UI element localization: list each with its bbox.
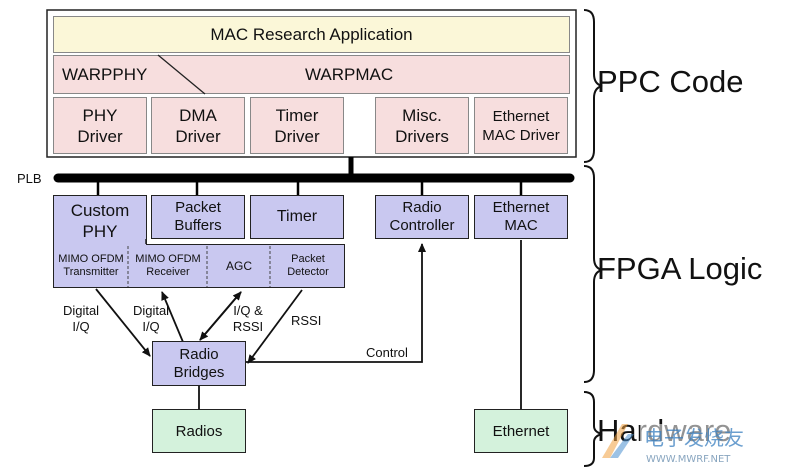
watermark: 电子发烧友 WWW.MWRF.NET	[596, 418, 781, 466]
iq-rssi-line1: I/Q &	[233, 303, 263, 318]
mac-research-app: MAC Research Application	[53, 16, 570, 53]
iq-rssi-line2: RSSI	[232, 319, 264, 334]
digital-iq-label-2: Digital I/Q	[128, 303, 174, 335]
packet-detector-line1: Packet	[291, 253, 325, 265]
section-ppc-code: PPC Code	[597, 64, 744, 99]
ethernet-mac: Ethernet MAC	[474, 195, 568, 239]
radio-bridges-line1: Radio	[179, 345, 219, 363]
brace-ppc	[583, 9, 603, 163]
radios-block: Radios	[152, 409, 246, 453]
svg-text:WWW.MWRF.NET: WWW.MWRF.NET	[646, 454, 731, 465]
warp-layer	[53, 55, 570, 94]
radio-controller-line1: Radio	[402, 199, 442, 216]
mimo-rx-line1: MIMO OFDM	[135, 253, 201, 265]
digital-iq-2-line2: I/Q	[142, 319, 160, 334]
digital-iq-2-line1: Digital	[132, 303, 170, 318]
mimo-tx-line1: MIMO OFDM	[58, 253, 124, 265]
custom-phy-block: Custom PHY	[53, 195, 147, 245]
ethernet-mac-line2: MAC	[504, 217, 538, 234]
ethernet-block: Ethernet	[474, 409, 568, 453]
timer-driver: Timer Driver	[250, 97, 344, 154]
arrow-digital-iq-rx	[161, 291, 184, 343]
radio-controller-line2: Controller	[389, 217, 455, 234]
eth-mac-driver-line1: Ethernet	[492, 107, 550, 125]
misc-drivers: Misc. Drivers	[375, 97, 469, 154]
svg-text:电子发烧友: 电子发烧友	[644, 426, 744, 450]
phy-driver-line2: Driver	[77, 126, 123, 146]
timer-block: Timer	[250, 195, 344, 239]
rssi-label: RSSI	[291, 313, 322, 328]
custom-phy-line2: PHY	[82, 222, 118, 241]
packet-detector: Packet Detector	[272, 253, 344, 279]
digital-iq-1-line1: Digital	[62, 303, 100, 318]
ethernet-mac-line1: Ethernet	[492, 199, 550, 216]
phy-driver: PHY Driver	[53, 97, 147, 154]
mimo-tx-line2: Transmitter	[63, 266, 119, 278]
timer-driver-line2: Driver	[274, 126, 320, 146]
dma-driver: DMA Driver	[151, 97, 245, 154]
phy-driver-line1: PHY	[82, 105, 118, 125]
dma-driver-line2: Driver	[175, 126, 221, 146]
radio-controller: Radio Controller	[375, 195, 469, 239]
custom-phy-line1: Custom	[70, 201, 130, 220]
arrow-control	[246, 243, 426, 363]
packet-buffers-line2: Buffers	[174, 217, 222, 234]
misc-drivers-line2: Drivers	[395, 126, 449, 146]
dma-driver-line1: DMA	[179, 105, 217, 125]
brace-fpga	[583, 165, 603, 383]
packet-buffers-line1: Packet	[175, 199, 221, 216]
control-label: Control	[366, 345, 408, 360]
arrow-digital-iq-tx	[95, 288, 151, 357]
eth-mac-driver-line2: MAC Driver	[482, 126, 560, 144]
digital-iq-label-1: Digital I/Q	[58, 303, 104, 335]
watermark-logo-icon: 电子发烧友 WWW.MWRF.NET	[602, 424, 776, 465]
iq-rssi-label: I/Q & RSSI	[226, 303, 270, 335]
section-fpga-logic: FPGA Logic	[597, 251, 763, 286]
mimo-rx-line2: Receiver	[146, 266, 190, 278]
arrow-rssi	[247, 289, 303, 364]
packet-detector-line2: Detector	[287, 266, 329, 278]
timer-block-label: Timer	[276, 208, 318, 225]
brace-hardware	[583, 391, 603, 467]
ethernet-label: Ethernet	[492, 422, 550, 440]
warpphy-label: WARPPHY	[62, 65, 148, 84]
ethernet-mac-driver: Ethernet MAC Driver	[474, 97, 568, 154]
packet-buffers: Packet Buffers	[151, 195, 245, 239]
timer-driver-line1: Timer	[275, 105, 319, 125]
plb-label: PLB	[17, 171, 42, 186]
mac-research-app-label: MAC Research Application	[210, 24, 413, 44]
mimo-tx: MIMO OFDM Transmitter	[55, 253, 127, 279]
radio-bridges-line2: Bridges	[173, 363, 225, 381]
custom-phy-subblocks	[53, 244, 345, 288]
radio-bridges: Radio Bridges	[152, 341, 246, 386]
warpmac-label: WARPMAC	[305, 65, 394, 84]
radios-label: Radios	[175, 422, 223, 440]
mimo-rx: MIMO OFDM Receiver	[130, 253, 206, 279]
agc-label: AGC	[225, 259, 252, 273]
arrow-iq-rssi-down	[199, 291, 242, 341]
misc-drivers-line1: Misc.	[402, 105, 442, 125]
digital-iq-1-line2: I/Q	[72, 319, 90, 334]
